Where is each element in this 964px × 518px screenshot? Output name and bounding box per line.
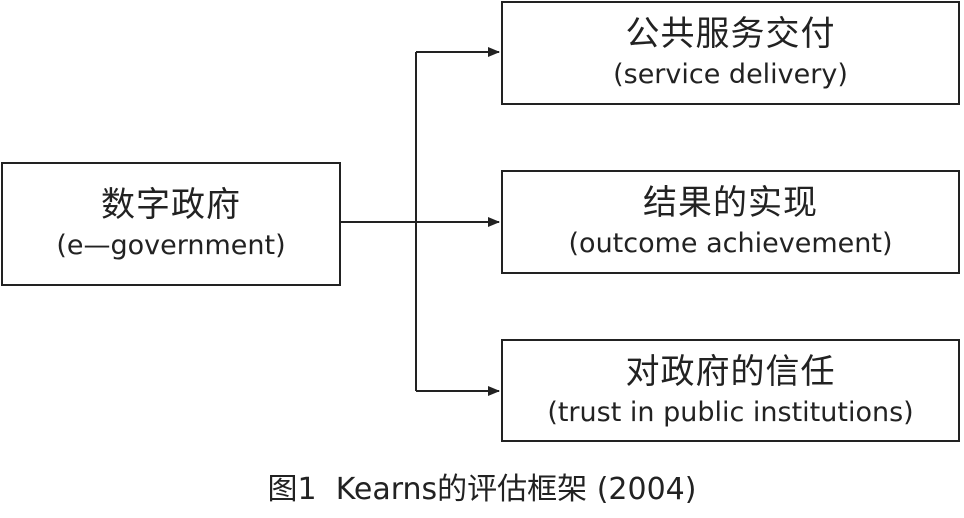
outcome-achievement-title-en: (outcome achievement) — [568, 228, 893, 259]
service-delivery-title-zh: 公共服务交付 — [625, 14, 836, 54]
e-government-title-en: (e—government) — [56, 230, 286, 261]
figure-caption: 图1 Kearns的评估框架 (2004) — [267, 472, 697, 507]
trust-title-en: (trust in public institutions) — [547, 396, 914, 428]
outcome-achievement-box: 结果的实现 (outcome achievement) — [501, 170, 960, 274]
trust-title-zh: 对政府的信任 — [625, 351, 836, 392]
trust-box: 对政府的信任 (trust in public institutions) — [501, 339, 960, 442]
service-delivery-box: 公共服务交付 (service delivery) — [501, 1, 960, 105]
outcome-achievement-title-zh: 结果的实现 — [643, 183, 818, 223]
e-government-box: 数字政府 (e—government) — [1, 162, 341, 286]
service-delivery-title-en: (service delivery) — [613, 59, 848, 90]
e-government-title-zh: 数字政府 — [101, 185, 241, 225]
